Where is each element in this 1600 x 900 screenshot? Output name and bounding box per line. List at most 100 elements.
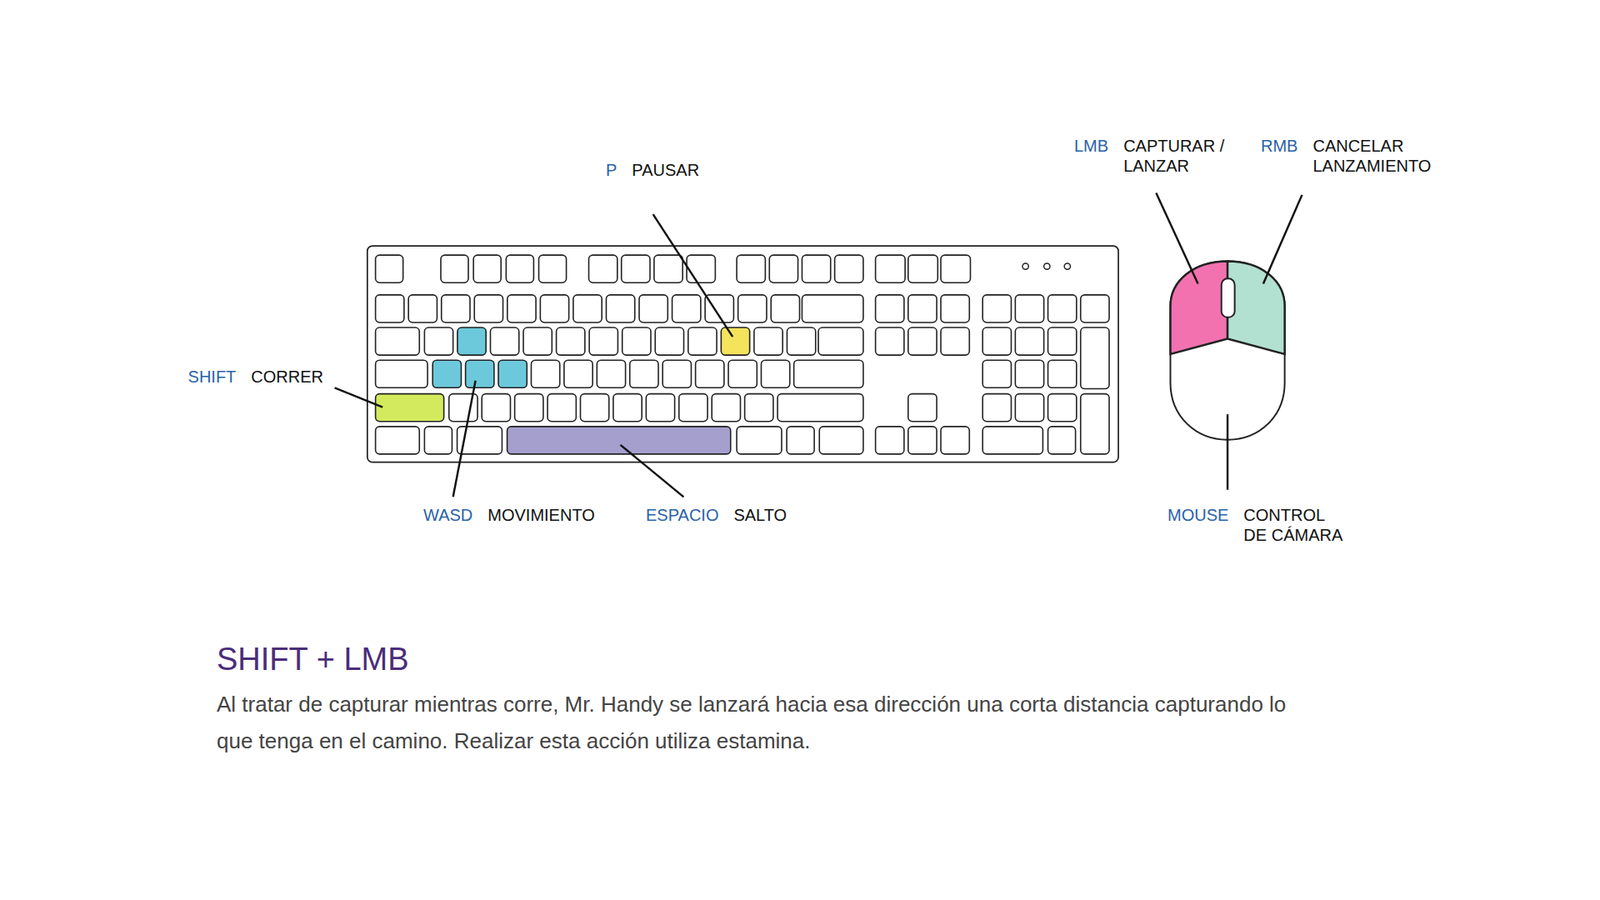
input-key-label: RMB [1260, 135, 1298, 156]
leader-lines [335, 192, 1303, 497]
keyboard-key [1048, 295, 1077, 323]
keyboard-key [875, 295, 905, 323]
keyboard-key [1080, 295, 1110, 323]
control-label-pair: MOUSECONTROL DE CÁMARA [1167, 505, 1347, 545]
keyboard-key [794, 360, 864, 388]
control-label-pair: SHIFTCORRER [188, 366, 324, 387]
keyboard-key [1015, 360, 1044, 388]
keyboard-key [613, 394, 642, 422]
keyboard-key [375, 394, 445, 422]
keyboard-key [1015, 295, 1044, 323]
keyboard-key [736, 426, 782, 455]
keyboard-key [982, 295, 1011, 323]
mouse-left-button [1170, 260, 1228, 354]
keyboard-key [639, 295, 668, 323]
keyboard-key [769, 255, 798, 283]
keyboard-key [940, 327, 970, 355]
keyboard-key [662, 360, 691, 388]
indicator-led [1044, 263, 1050, 270]
control-label-pair: LMBCAPTURAR / LANZAR [1074, 135, 1240, 176]
control-label-pair: P PAUSAR [605, 160, 700, 180]
keyboard-key [982, 360, 1011, 388]
keyboard-key [507, 426, 731, 455]
keyboard-key [589, 255, 618, 283]
control-label-pair: RMBCANCELAR LANZAMIENTO [1260, 135, 1431, 176]
keyboard-key [777, 394, 864, 422]
keyboard-key [589, 327, 618, 355]
keyboard-key [605, 295, 635, 323]
keyboard-key [465, 360, 495, 388]
action-label: CONTROL DE CÁMARA [1243, 505, 1347, 545]
leader-line [1226, 414, 1229, 490]
keyboard-key [695, 360, 725, 388]
keyboard-key [736, 255, 765, 283]
keyboard-key [982, 327, 1011, 355]
control-label-pair: ESPACIO SALTO [645, 505, 787, 525]
keyboard-key [596, 360, 625, 388]
keyboard-key [1080, 394, 1110, 455]
description-text: Al tratar de capturar mientras corre, Mr… [216, 685, 1300, 760]
indicator-led [1064, 263, 1070, 270]
keyboard-key [505, 255, 534, 283]
keyboard-key [573, 295, 602, 323]
leader-line [1263, 195, 1303, 285]
keyboard-key [424, 327, 453, 355]
leader-line [620, 445, 684, 497]
keyboard-key [580, 394, 609, 422]
keyboard-key [908, 295, 937, 323]
keyboard-key [801, 255, 830, 283]
keyboard-key [982, 394, 1011, 422]
keyboard-key [908, 394, 937, 422]
action-label: PAUSAR [631, 160, 700, 180]
keyboard-key [1048, 394, 1077, 422]
keyboard-key [711, 394, 740, 422]
keyboard-key [819, 426, 864, 455]
keyboard-key [498, 360, 527, 388]
keyboard-key [705, 295, 734, 323]
keyboard-key [745, 394, 774, 422]
keyboard-key [672, 295, 701, 323]
keyboard-key [835, 255, 864, 283]
action-label: SALTO [733, 505, 787, 525]
keyboard-key [375, 360, 428, 388]
keyboard-key [375, 426, 420, 455]
keyboard-key [940, 295, 970, 323]
keyboard-key [440, 255, 469, 283]
mouse-body [1170, 260, 1285, 440]
mouse-drawing [1170, 260, 1285, 440]
keyboard-key [530, 360, 560, 388]
keyboard-key [556, 327, 585, 355]
control-label-pair: WASDMOVIMIENTO [423, 505, 595, 525]
keyboard-key [940, 426, 970, 455]
keyboard-key [1048, 327, 1077, 355]
input-key-label: SHIFT [188, 366, 237, 387]
keyboard-key [523, 327, 552, 355]
keyboard-key [940, 255, 971, 283]
keyboard-key [679, 394, 708, 422]
keyboard-key [1015, 394, 1044, 422]
keyboard-key [818, 327, 864, 355]
keyboard-key [875, 255, 906, 283]
keyboard-key [875, 426, 905, 455]
keyboard-key [688, 327, 717, 355]
keyboard-key [908, 327, 937, 355]
keyboard-keys [375, 255, 1110, 455]
keyboard-key [655, 327, 684, 355]
input-key-label: P [605, 160, 617, 180]
keyboard-key [473, 255, 501, 283]
keyboard-key [449, 394, 478, 422]
keyboard-key [982, 426, 1043, 455]
input-key-label: ESPACIO [645, 505, 719, 525]
keyboard-key [738, 295, 767, 323]
keyboard-key [457, 327, 486, 355]
leader-line [1155, 192, 1198, 284]
action-label: CAPTURAR / LANZAR [1123, 135, 1240, 176]
keyboard-key [539, 255, 567, 283]
action-label: MOVIMIENTO [487, 505, 595, 525]
keyboard-key [720, 327, 750, 355]
keyboard-key [654, 255, 683, 283]
keyboard-key [490, 327, 519, 355]
keyboard-key [770, 295, 800, 323]
keyboard-key [441, 295, 470, 323]
